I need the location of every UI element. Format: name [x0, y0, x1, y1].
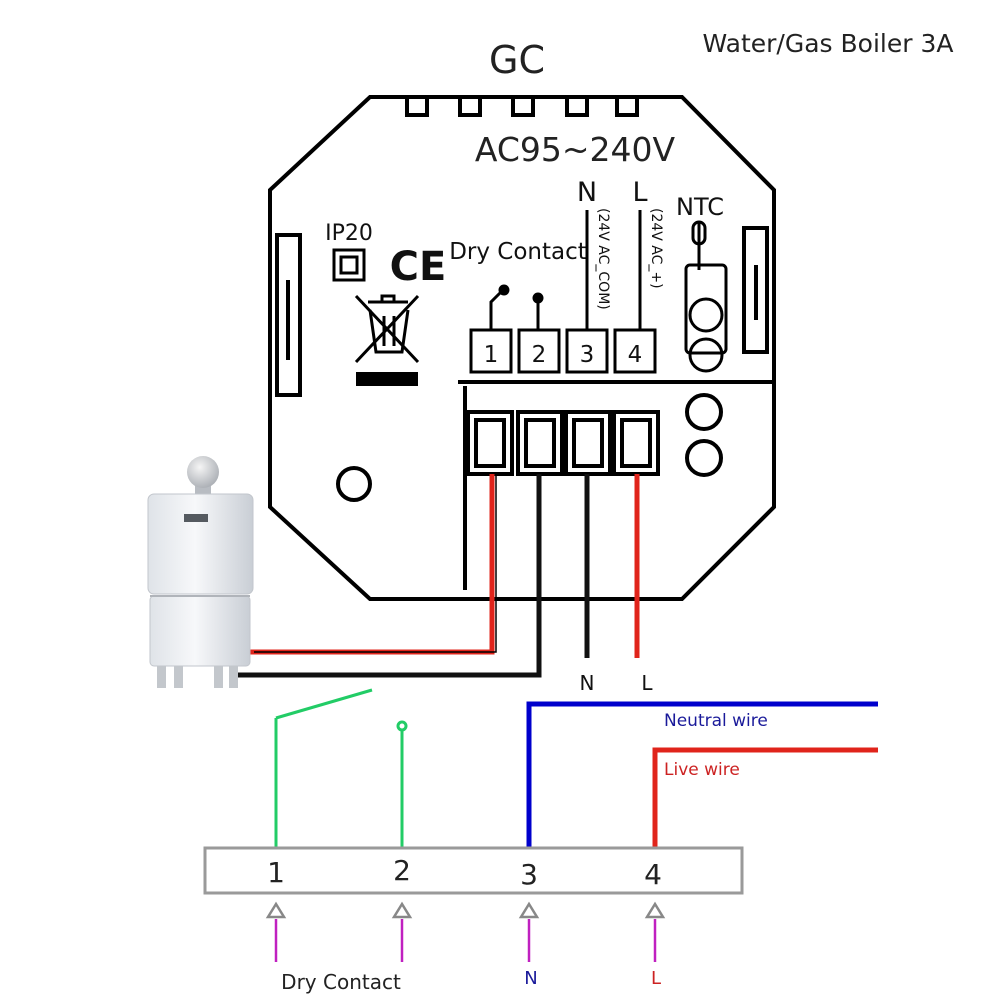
bottom-l-label: L	[651, 968, 661, 989]
strip-terminal-3: 3	[520, 858, 538, 891]
terminal-block	[458, 380, 774, 590]
left-clip	[275, 233, 302, 397]
double-insulation-icon	[332, 248, 366, 282]
n-terminal-label: N	[577, 177, 597, 208]
l-terminal-label: L	[632, 177, 647, 208]
terminal-number-2: 2	[532, 342, 547, 368]
ntc-sensor-icon	[684, 220, 728, 373]
bottom-n-label: N	[524, 968, 537, 989]
terminal-box-4	[613, 328, 657, 374]
terminal-box-2	[517, 328, 561, 374]
l-terminal-sublabel: (24V AC_+)	[648, 208, 664, 289]
strip-terminal-2: 2	[393, 854, 411, 887]
wire-label-n: N	[580, 671, 595, 695]
terminal-number-1: 1	[484, 342, 499, 368]
bottom-arrows	[265, 901, 666, 962]
dry-contact-switch	[274, 688, 408, 848]
right-clip	[742, 226, 769, 354]
ntc-label: NTC	[676, 193, 724, 221]
thermostat-body	[268, 95, 776, 601]
ip-rating-label: IP20	[325, 221, 373, 246]
arrow-terminal-3	[518, 901, 540, 962]
terminal-number-boxes: 1 2 3 4	[469, 328, 657, 374]
voltage-label: AC95~240V	[475, 130, 676, 169]
neutral-wire	[526, 701, 878, 848]
live-wire-label: Live wire	[664, 760, 740, 780]
live-wire	[652, 747, 878, 848]
black-wire-terminal-2	[236, 474, 542, 678]
boiler-illustration	[147, 456, 254, 688]
strip-terminal-1: 1	[267, 856, 285, 889]
wire-label-l: L	[641, 671, 653, 695]
terminal-number-4: 4	[628, 342, 643, 368]
rating-label: Water/Gas Boiler 3A	[703, 29, 954, 58]
strip-terminal-4: 4	[644, 858, 662, 891]
arrow-terminal-1	[265, 901, 287, 962]
weee-bin-icon	[354, 294, 420, 364]
relay-switch-symbol	[489, 284, 544, 330]
weee-bar	[356, 372, 418, 386]
arrow-terminal-2	[391, 901, 413, 962]
terminal-number-3: 3	[580, 342, 595, 368]
mounting-hole	[336, 466, 372, 502]
neutral-wire-label: Neutral wire	[664, 711, 768, 731]
n-terminal-sublabel: (24V AC_COM)	[595, 208, 611, 310]
dry-contact-label: Dry Contact	[449, 239, 587, 265]
terminal-box-1	[469, 328, 513, 374]
bottom-dry-contact-label: Dry Contact	[281, 970, 401, 994]
red-wire-terminal-1	[250, 474, 495, 655]
model-label: GC	[489, 38, 545, 82]
terminal-wires	[236, 474, 640, 678]
arrow-terminal-4	[644, 901, 666, 962]
ce-mark: CE	[390, 244, 447, 290]
terminal-box-3	[565, 328, 609, 374]
top-notches	[405, 95, 639, 117]
terminal-strip	[203, 846, 744, 895]
